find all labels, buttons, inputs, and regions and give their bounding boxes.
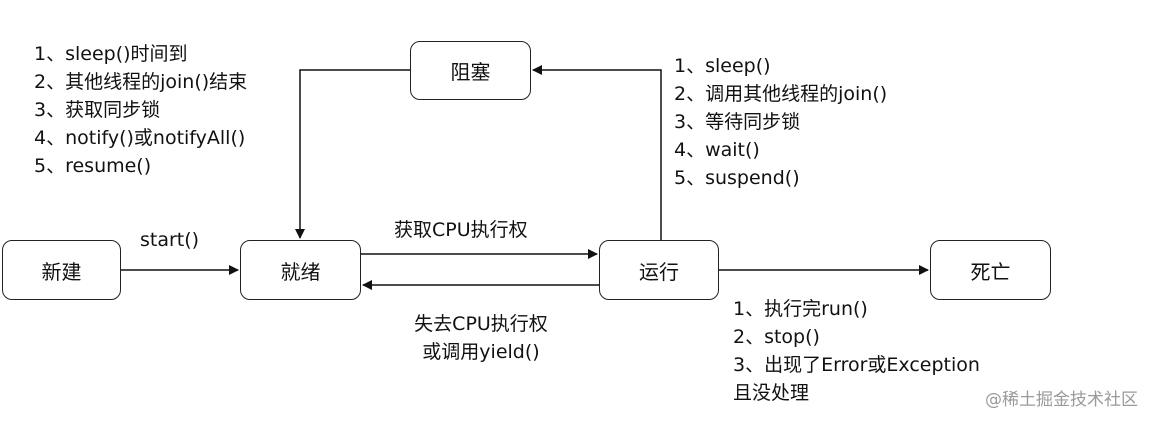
condition-item: 2、调用其他线程的join() [674,83,888,105]
label-lose-cpu-line-1: 失去CPU执行权 [414,313,548,335]
condition-item: 5、resume() [34,155,152,177]
label-acquire-cpu: 获取CPU执行权 [394,219,528,241]
condition-item: 1、sleep()时间到 [34,43,188,65]
edge-blocked-to-ready [295,69,410,239]
condition-item: 3、出现了Error或Exception [733,354,980,376]
condition-item: 且没处理 [733,382,810,404]
edge-running-to-blocked [532,65,662,240]
condition-item: 1、执行完run() [733,298,868,320]
condition-item: 4、notify()或notifyAll() [34,127,246,149]
label-lose-cpu: 失去CPU执行权 或调用yield() [386,310,576,366]
node-dead: 死亡 [930,240,1051,300]
running-to-dead-conditions: 1、执行完run() 2、stop() 3、出现了Error或Exception… [733,295,980,407]
node-running: 运行 [599,240,719,300]
node-blocked: 阻塞 [410,41,531,100]
condition-item: 4、wait() [674,139,760,161]
node-new: 新建 [2,240,121,300]
condition-item: 2、其他线程的join()结束 [34,71,248,93]
condition-item: 3、等待同步锁 [674,111,801,133]
label-lose-cpu-line-2: 或调用yield() [422,341,540,363]
watermark: @稀土掘金技术社区 [985,390,1138,410]
node-ready: 就绪 [240,240,361,300]
condition-item: 5、suspend() [674,167,800,189]
condition-item: 2、stop() [733,326,820,348]
condition-item: 3、获取同步锁 [34,99,161,121]
label-start: start() [140,229,200,251]
blocked-to-ready-conditions: 1、sleep()时间到 2、其他线程的join()结束 3、获取同步锁 4、n… [34,40,247,180]
running-to-blocked-conditions: 1、sleep() 2、调用其他线程的join() 3、等待同步锁 4、wait… [674,52,887,192]
condition-item: 1、sleep() [674,55,771,77]
